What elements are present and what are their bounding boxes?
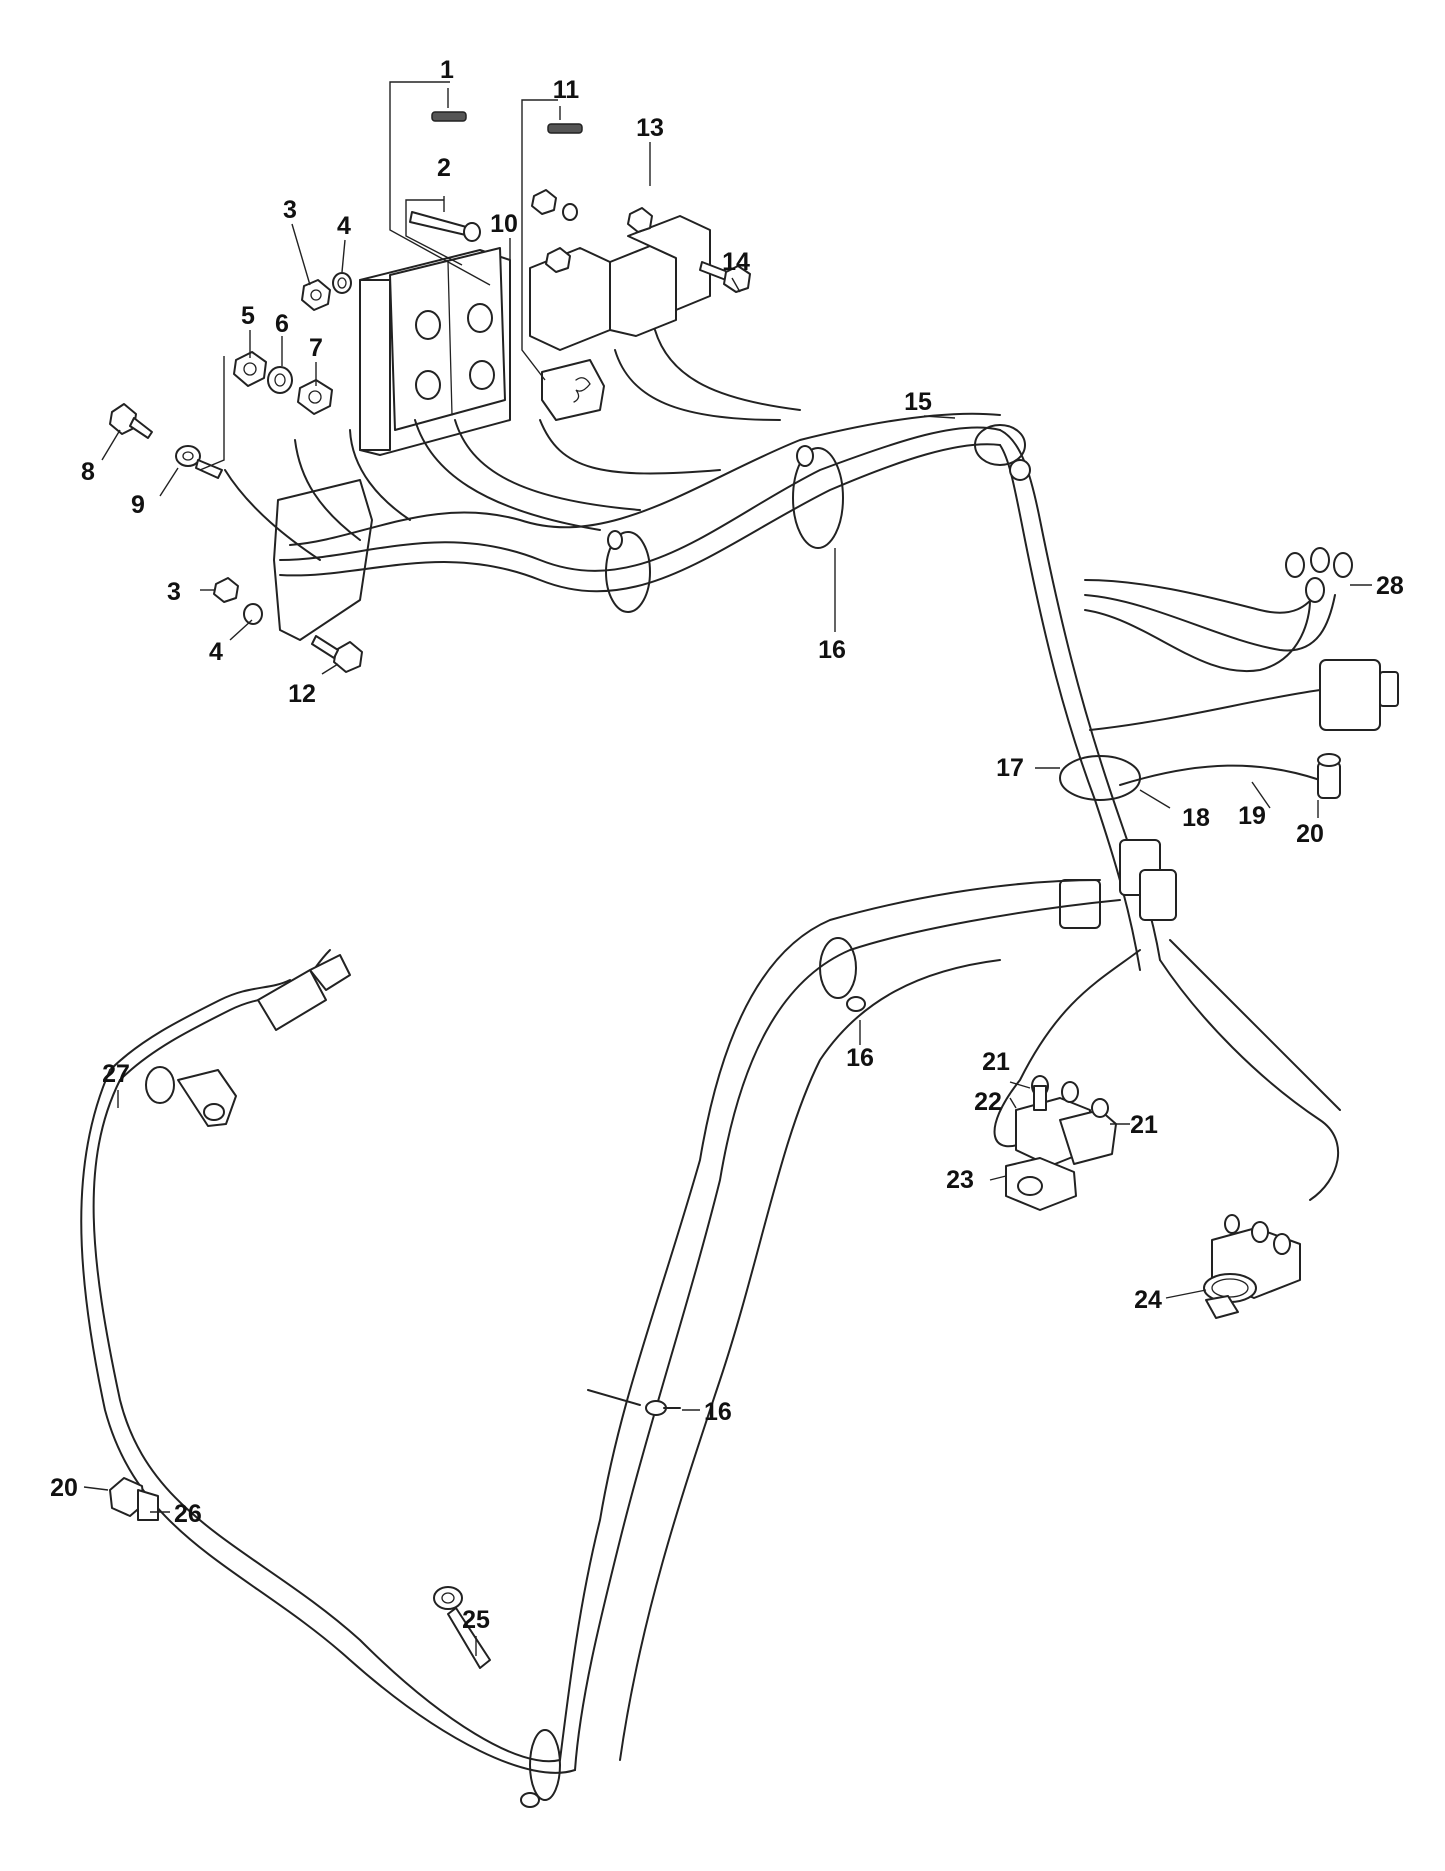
callout-3-b: 3 [167, 578, 181, 606]
relay-block [529, 189, 711, 351]
cable-tie-part-17-18 [974, 424, 1141, 801]
nut-part-5 [233, 351, 267, 387]
callout-27: 27 [102, 1060, 130, 1088]
callout-16-b: 16 [846, 1044, 874, 1072]
callout-24: 24 [1134, 1286, 1162, 1314]
plug-connector-right [1089, 659, 1399, 731]
callout-12: 12 [288, 680, 316, 708]
callout-9: 9 [131, 491, 145, 519]
leader-lines [83, 81, 1372, 1656]
callout-1: 1 [440, 56, 454, 84]
battery-cable-harness [80, 879, 1341, 1774]
solenoid-block-part-22 [1005, 1075, 1117, 1211]
callout-13: 13 [636, 114, 664, 142]
callout-28: 28 [1376, 572, 1404, 600]
callout-17: 17 [996, 754, 1024, 782]
fuse-box-assembly [359, 247, 511, 456]
pin-part-1 [431, 111, 467, 122]
callout-21-a: 21 [982, 1048, 1010, 1076]
mount-bracket-part-12 [213, 479, 373, 673]
bolt-part-2 [409, 211, 481, 242]
bolt-part-8 [109, 403, 153, 439]
cable-tie-part-16-c [819, 937, 866, 1012]
callout-18: 18 [1182, 804, 1210, 832]
callout-2: 2 [437, 154, 451, 182]
callout-10: 10 [490, 210, 518, 238]
callout-20-a: 20 [1296, 820, 1324, 848]
callout-5: 5 [241, 302, 255, 330]
callout-labels: 1 2 3 4 5 6 7 8 9 10 11 13 14 15 16 3 4 … [50, 56, 1404, 1634]
cable-tie-part-16-d [587, 1389, 681, 1416]
ground-wire-part-19 [1119, 753, 1341, 799]
ring-terminal-part-9 [175, 445, 223, 479]
ring-terminal-part-25 [433, 1586, 491, 1669]
callout-25: 25 [462, 1606, 490, 1634]
callout-8: 8 [81, 458, 95, 486]
nut-part-3-top [301, 279, 331, 311]
callout-3: 3 [283, 196, 297, 224]
washer-part-6 [267, 366, 293, 394]
cable-tie-part-16-e [520, 1729, 561, 1808]
harness-connector-top [541, 359, 605, 421]
inline-connector-part-27 [145, 954, 351, 1127]
callout-4-b: 4 [209, 638, 223, 666]
washer-part-4-top [332, 272, 352, 294]
callout-15: 15 [904, 388, 932, 416]
callout-14: 14 [722, 248, 750, 276]
callout-22: 22 [974, 1088, 1002, 1116]
battery-terminal-part-24 [1203, 1214, 1301, 1319]
callout-4: 4 [337, 212, 351, 240]
callout-23: 23 [946, 1166, 974, 1194]
clamp-part-26 [109, 1477, 159, 1521]
callout-26: 26 [174, 1500, 202, 1528]
bolt-part-14 [699, 261, 751, 293]
callout-21-b: 21 [1130, 1111, 1158, 1139]
cable-tie-part-16-b [605, 530, 651, 613]
callout-11: 11 [553, 76, 580, 104]
pin-part-11 [547, 123, 583, 134]
callout-6: 6 [275, 310, 289, 338]
callout-20-b: 20 [50, 1474, 78, 1502]
callout-7: 7 [309, 334, 323, 362]
connectors-mid-right [1059, 839, 1177, 929]
cable-tie-part-16-a [792, 445, 844, 549]
callout-19: 19 [1238, 802, 1266, 830]
callout-16-a: 16 [818, 636, 846, 664]
ring-terminals-part-28 [1084, 547, 1353, 673]
callout-16-c: 16 [704, 1398, 732, 1426]
nut-part-7 [297, 379, 333, 415]
